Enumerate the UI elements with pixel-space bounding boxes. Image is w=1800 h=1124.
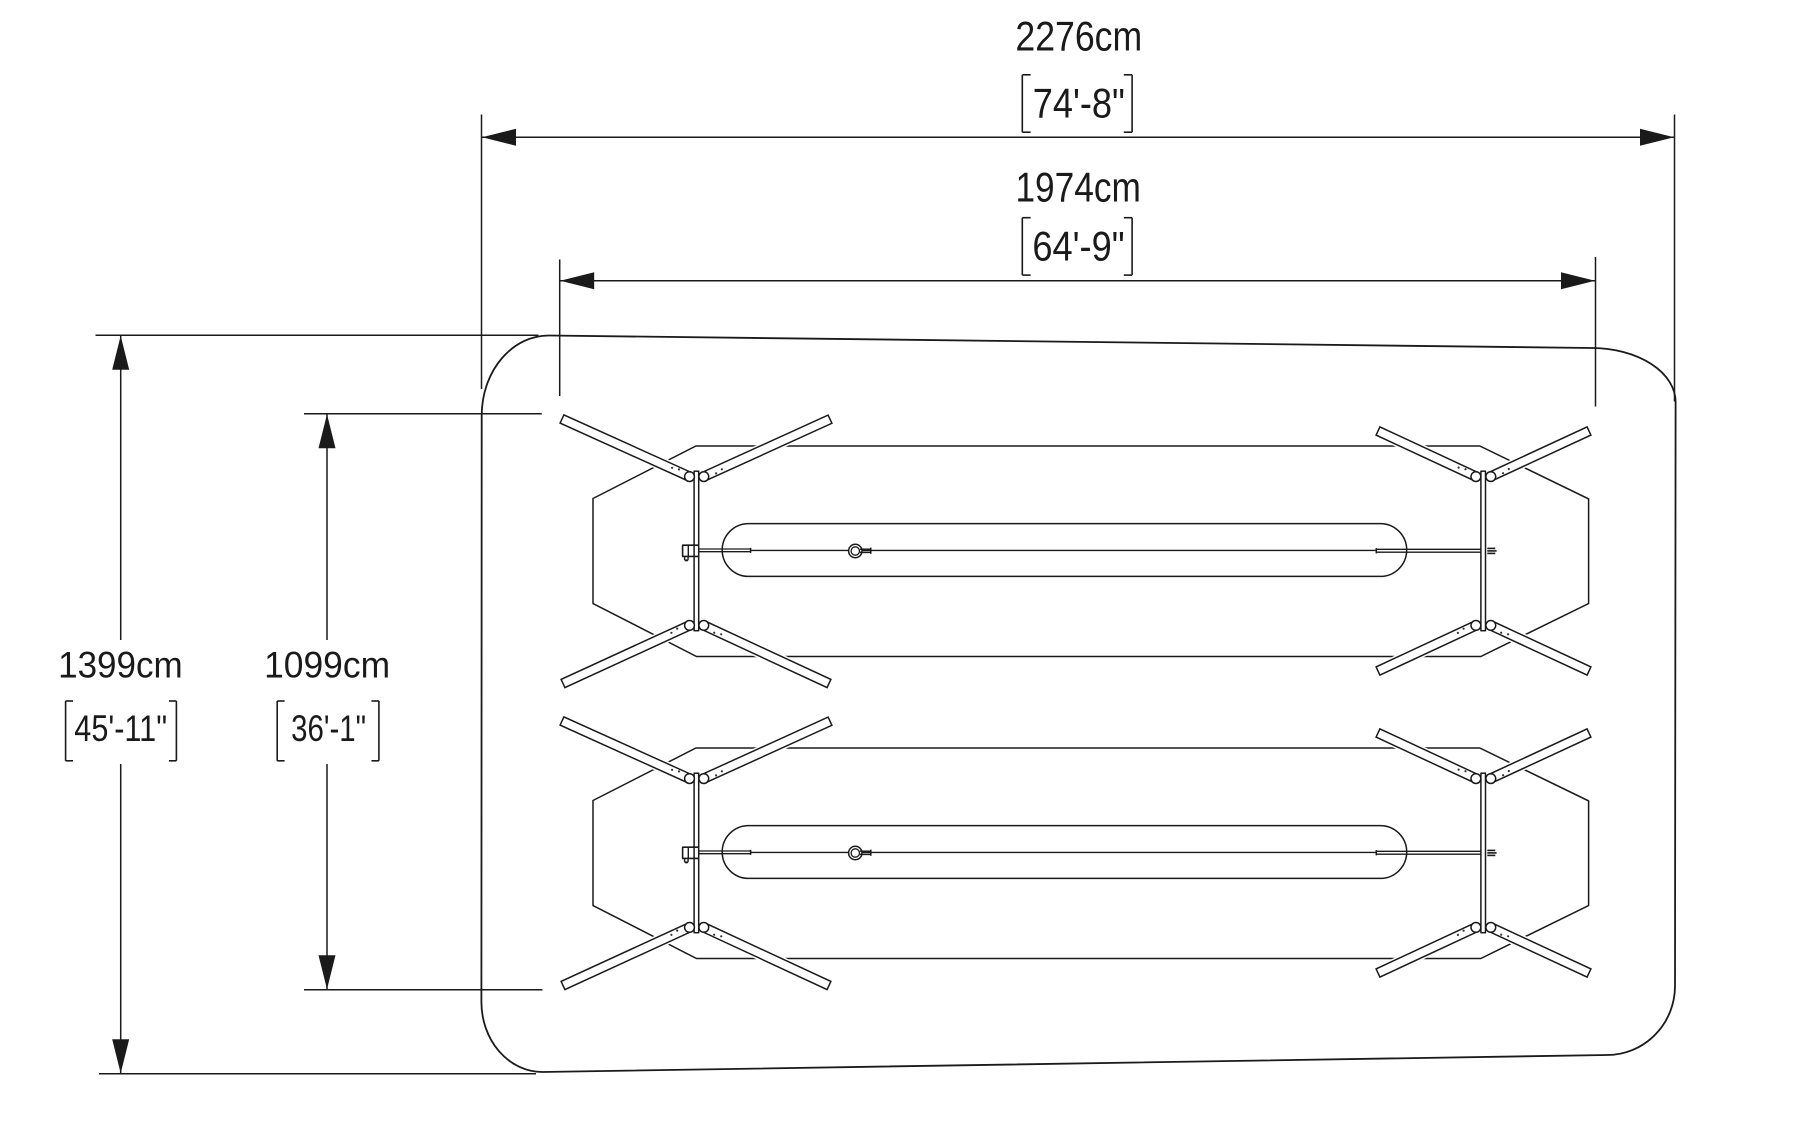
svg-text:64'-9": 64'-9" [1032, 222, 1124, 269]
svg-text:36'-1": 36'-1" [291, 708, 366, 749]
svg-text:2276cm: 2276cm [1015, 13, 1142, 60]
svg-text:1099cm: 1099cm [264, 644, 390, 685]
svg-text:1399cm: 1399cm [58, 644, 183, 685]
svg-text:74'-8": 74'-8" [1033, 80, 1125, 127]
svg-text:1974cm: 1974cm [1015, 164, 1141, 211]
svg-text:45'-11": 45'-11" [74, 708, 167, 749]
